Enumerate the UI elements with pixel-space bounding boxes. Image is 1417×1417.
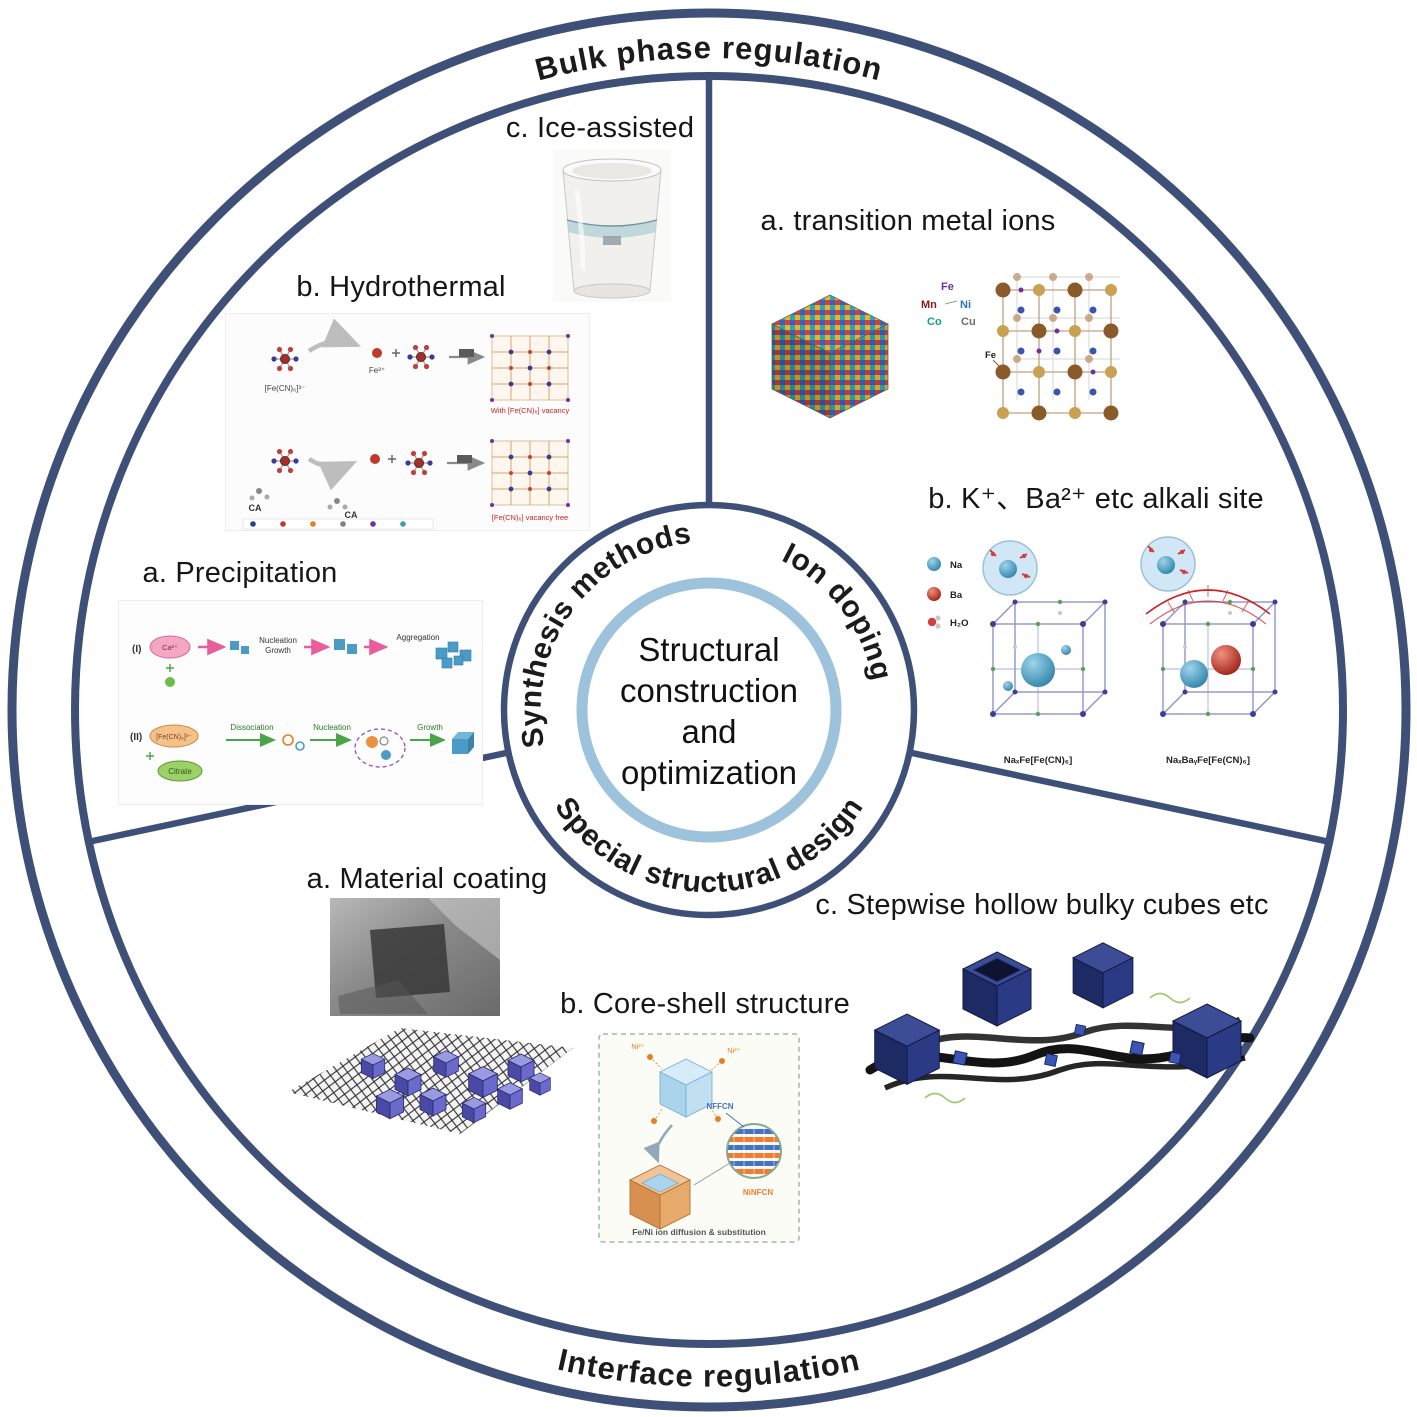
label-material-coating: a. Material coating: [306, 863, 548, 895]
bulky-cube-icon: [1072, 942, 1134, 1009]
row1-id: (I): [132, 644, 141, 655]
mosaic-cube-icon: [771, 294, 889, 419]
reagent-orange-oval: [149, 724, 199, 748]
legend-strip: [242, 518, 434, 530]
vacancy-note-top: With [Fe(CN)₆] vacancy: [491, 406, 570, 415]
fig-material-coating: [278, 896, 583, 1138]
reagent-pink-oval: [149, 635, 191, 659]
phase-label-orange: NiNFCN: [743, 1188, 773, 1197]
center-circle-ring: [576, 577, 842, 843]
legend-mn: Mn: [921, 299, 937, 311]
legend-na: Na: [950, 560, 963, 571]
ion-label: Fe³⁺: [369, 366, 385, 375]
reagent-green-label: Citrate: [168, 767, 192, 776]
lattice-icon: [489, 333, 571, 403]
label-precipitation: a. Precipitation: [142, 557, 338, 589]
label-transition-metal-ions: a. transition metal ions: [760, 205, 1056, 237]
hydrated-ion-bubble: [1140, 536, 1196, 592]
graphene-sheet-icon: [288, 1028, 573, 1134]
element-legend: Fe Mn Ni Co Cu: [921, 281, 976, 328]
magnifier-icon: [726, 1123, 782, 1179]
label-hydrothermal: b. Hydrothermal: [296, 271, 506, 303]
legend-co: Co: [927, 316, 942, 328]
second-ring-circle: [71, 72, 1347, 1348]
ion-label: Ni²⁺: [631, 1042, 645, 1051]
arrow-icon: [643, 1124, 673, 1164]
center-statement: Structural construction and optimization: [620, 631, 798, 791]
outer-bottom-title: Interface regulation: [555, 1342, 863, 1394]
bulky-cube-icon: [874, 1013, 940, 1085]
label-alkali-site: b. K⁺、Ba²⁺ etc alkali site: [928, 483, 1264, 515]
fig-ice-assisted: [553, 150, 671, 302]
nucleus-ellipse: [354, 728, 406, 768]
arrow-icon: [307, 457, 358, 491]
ion-label: Ni²⁺: [727, 1046, 741, 1055]
vacancy-note-bottom: [Fe(CN)₆] vacancy free: [492, 513, 568, 522]
electron-path-icon: [924, 992, 1191, 1104]
divider-right: [911, 749, 1331, 846]
core-shell-caption: Fe/Ni ion diffusion & substitution: [632, 1227, 766, 1237]
step-growth2: Growth: [417, 723, 443, 732]
legend-fe: Fe: [941, 281, 954, 293]
fig-hydrothermal: [Fe(CN)₆]³⁻ Fe³⁺ With [Fe(CN)₆] vacancy …: [225, 313, 590, 531]
fig-stepwise-cubes: [855, 920, 1260, 1120]
lattice-icon: [489, 438, 571, 508]
step-dissociation: Dissociation: [230, 723, 273, 732]
core-shell-figure: Ni²⁺ Ni²⁺ NFFCN: [598, 1033, 800, 1243]
ice-bucket-photo: [553, 150, 671, 302]
lattice-model-icon: Fe: [985, 273, 1120, 421]
ca-label: CA: [345, 510, 358, 520]
stepwise-cubes-figure: [865, 942, 1255, 1104]
row2-id: (II): [130, 732, 142, 743]
alkali-figure: Na Ba H₂O NaₓFe[Fe(CN)₆]: [927, 536, 1279, 766]
legend-h2o: H₂O: [950, 618, 968, 629]
hydrated-ion-bubble: [982, 540, 1038, 596]
hollow-cube-icon: [963, 952, 1031, 1026]
step-aggregation: Aggregation: [396, 633, 439, 642]
complex-label: [Fe(CN)₆]³⁻: [265, 384, 306, 393]
label-ice-assisted: c. Ice-assisted: [505, 112, 695, 144]
tem-image: [330, 898, 500, 1016]
label-core-shell: b. Core-shell structure: [560, 988, 850, 1020]
aggregate-cluster: [435, 641, 472, 669]
legend-ni: Ni: [960, 299, 971, 311]
reagent-pink-label: Ca²⁺: [162, 643, 178, 652]
material-coating-figure: [288, 898, 573, 1134]
outer-ring-circle: [7, 8, 1411, 1412]
outer-bottom-title-text: Interface regulation: [555, 1342, 862, 1394]
lattice-fe-label: Fe: [985, 350, 996, 361]
shell-cube-icon: [628, 1164, 692, 1230]
step-growth: Growth: [265, 646, 291, 655]
crystal-framework-left: [989, 598, 1109, 718]
precursor-cube-icon: Ni²⁺ Ni²⁺: [631, 1042, 741, 1124]
fig-core-shell: Ni²⁺ Ni²⁺ NFFCN: [598, 1033, 800, 1243]
fig-precipitation: (I) Ca²⁺ Nucleation Growth Aggregation (…: [118, 600, 483, 805]
fig-transition-metal: Fe Mn Ni Co Cu: [745, 250, 1120, 435]
hydrothermal-scheme: [Fe(CN)₆]³⁻ Fe³⁺ With [Fe(CN)₆] vacancy …: [225, 313, 590, 531]
ca-label: CA: [249, 503, 262, 513]
reagent-green-oval: [157, 760, 203, 782]
phase-label-blue: NFFCN: [706, 1102, 733, 1111]
label-stepwise-cubes: c. Stepwise hollow bulky cubes etc: [815, 889, 1269, 921]
alkali-legend: Na Ba H₂O: [927, 557, 968, 629]
step-nucleation2: Nucleation: [313, 723, 351, 732]
step-nucleation: Nucleation: [259, 636, 297, 645]
magnified-lattice: [727, 1124, 781, 1178]
legend-cu: Cu: [961, 316, 976, 328]
reagent-orange-label: [Fe(CN)₆]³⁻: [156, 734, 192, 741]
legend-ba: Ba: [950, 590, 963, 601]
transition-metal-figure: Fe Mn Ni Co Cu: [771, 273, 1120, 421]
formula-right: NaₓBaᵧFe[Fe(CN)₆]: [1166, 755, 1250, 766]
fig-alkali-site: Na Ba H₂O NaₓFe[Fe(CN)₆]: [910, 516, 1312, 771]
precipit-scheme: (I) Ca²⁺ Nucleation Growth Aggregation (…: [118, 600, 483, 805]
arrow-icon: [307, 318, 362, 353]
formula-left: NaₓFe[Fe(CN)₆]: [1004, 755, 1073, 766]
crystal-framework-right: [1145, 585, 1279, 718]
